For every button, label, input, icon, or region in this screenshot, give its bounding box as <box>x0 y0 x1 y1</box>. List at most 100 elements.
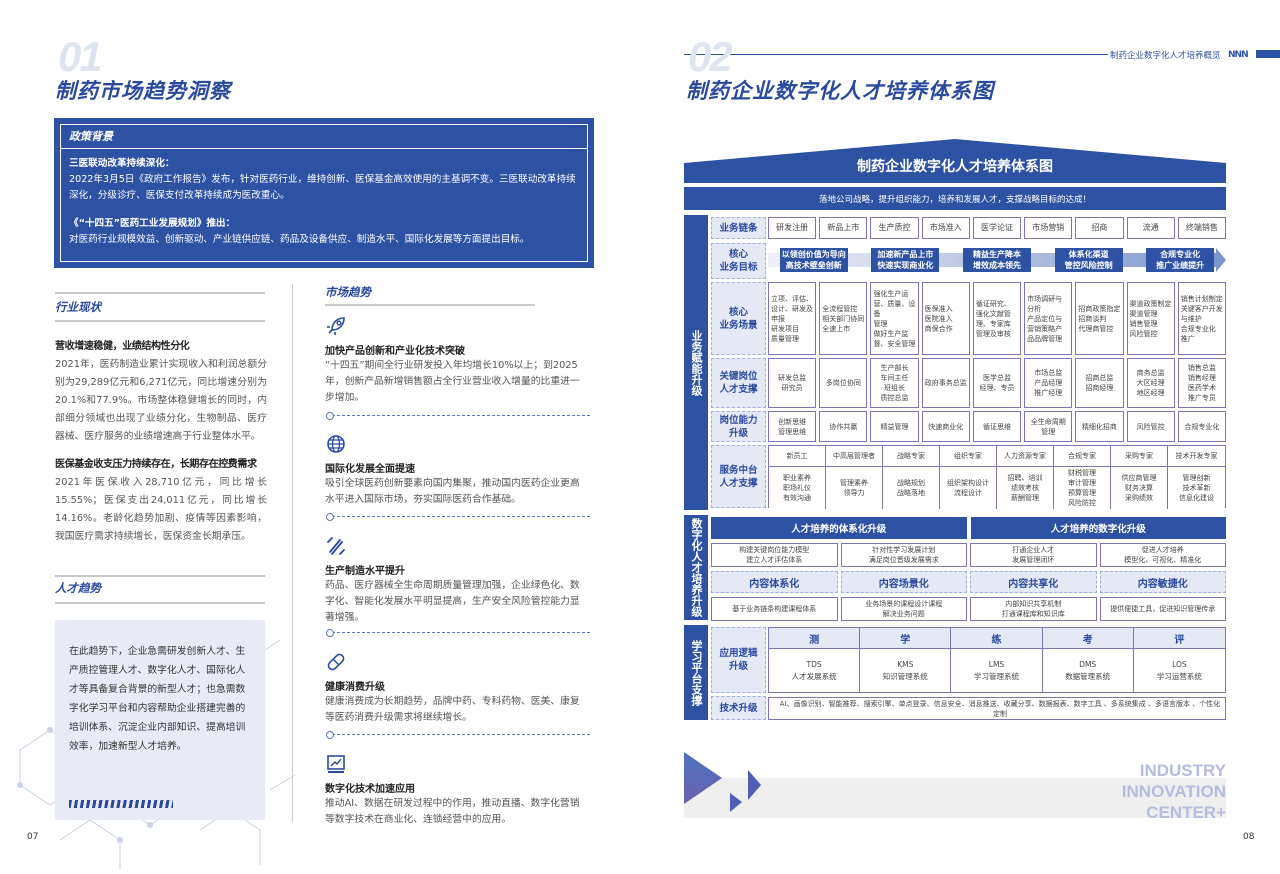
service-head: 合规专家 <box>1054 446 1111 467</box>
market-item-title: 生产制造水平提升 <box>325 566 405 577</box>
scene-cell: 市场调研与 分析 产品定位与 营销策略产 品品牌管理 <box>1024 282 1073 355</box>
market-item-text: 健康消费成为长期趋势，品牌中药、专科药物、医美、康复等医药消费升级需求将继续增长… <box>325 696 580 723</box>
position-cell: 医学总监 经理、专员 <box>972 358 1022 408</box>
talent-text: 在此趋势下，企业急需研发创新人才、生产质控管理人才、数字化人才、国际化人才等具备… <box>69 646 246 752</box>
header-rule <box>684 54 1108 55</box>
chain-cell: 市场营销 <box>1024 217 1073 239</box>
dotted-divider <box>326 731 590 739</box>
logic-head: 学 <box>860 628 952 649</box>
scene-cell: 立项、评估、 设计、研发及 申报 研发项目 质量管理 <box>768 282 817 355</box>
position-cell: 市场总监 产品经理 推广经理 <box>1024 358 1073 408</box>
chain-cell: 终端销售 <box>1177 217 1226 239</box>
service-table: 新员工中高层管理者战略专家组织专家人力资源专家合规专家采购专家技术开发专家职业素… <box>768 445 1226 509</box>
chain-cell: 招商 <box>1075 217 1124 239</box>
content-label: 内容场景化 <box>840 571 967 593</box>
market-item-title: 国际化发展全面提速 <box>325 464 415 475</box>
market-item-text: 推动AI、数据在研发过程中的作用，推动直播、数字化营销等数字技术在商业化、连锁经… <box>325 798 580 825</box>
market-item-title: 加快产品创新和产业化技术突破 <box>325 346 465 357</box>
service-item: 管理素养 领导力 <box>826 467 883 509</box>
content-label: 内容共享化 <box>970 571 1097 593</box>
diagram-subtitle: 落地公司战略，提升组织能力，培养和发展人才，支撑战略目标的达成！ <box>684 187 1226 210</box>
service-head: 人力资源专家 <box>997 446 1054 467</box>
talent-header: 人才趋势 <box>55 581 101 595</box>
position-cell: 研发总监 研究员 <box>768 358 817 408</box>
divider <box>55 292 265 294</box>
chain-cell: 生产质控 <box>870 217 919 239</box>
market-item-text: 吸引全球医药创新要素向国内集聚，推动国内医药企业更高水平进入国际市场，夯实国际医… <box>325 478 580 505</box>
market-item-text: 药品、医疗器械全生命周期质量管理加强，企业绿色化、数字化、智能化发展水平明显提高… <box>325 580 580 623</box>
chain-cell-row: 研发注册新品上市生产质控市场准入医学论证市场营销招商流通终端销售 <box>768 217 1226 239</box>
ability-cell-row: 创新思维 管理思维协作共赢精益管理快速商业化循证思维全生命周期 管理精细化招商风… <box>768 411 1226 442</box>
upgrade-header: 人才培养的数字化升级 <box>970 517 1226 539</box>
row-label: 核心 业务场景 <box>711 282 766 355</box>
scene-cell: 销售计划制定 关键客户开发 与维护 合规专业化 推广 <box>1177 282 1226 355</box>
upgrade-box: 针对性学习发展计划 满足岗位晋级发展需求 <box>840 543 967 567</box>
chain-cell: 市场准入 <box>921 217 970 239</box>
content-box: 基于业务链条构建课程体系 <box>711 597 838 621</box>
policy-box: 政策背景 三医联动改革持续深化： 2022年3月5日《政府工作报告》发布，针对医… <box>54 118 594 268</box>
service-item: 战略规划 战略落地 <box>883 467 940 509</box>
system-cell: LOS 学习运营系统 <box>1133 649 1225 692</box>
upgrade-box: 构建关键岗位能力模型 建立人才评估体系 <box>711 543 838 567</box>
goal-box: 精益生产降本 增效成本领先 <box>962 248 1031 272</box>
policy-item-title: 三医联动改革持续深化： <box>69 158 175 169</box>
row-label: 关键岗位 人才支撑 <box>711 358 766 408</box>
ability-cell: 循证思维 <box>972 411 1022 442</box>
content-box: 内部知识共享机制 打通课程库和知识库 <box>970 597 1097 621</box>
goal-box: 以领创价值为导向 高技术壁垒创新 <box>779 248 848 272</box>
policy-item-text: 对医药行业规模效益、创新驱动、产业链供应链、药品及设备供应、制造水平、国际化发展… <box>69 234 530 245</box>
logic-head: 练 <box>951 628 1043 649</box>
market-header: 市场趋势 <box>325 285 371 299</box>
position-cell: 多岗位协同 <box>819 358 868 408</box>
industry-item-text: 2021年，医药制造业累计实现收入和利润总额分别为29,289亿元和6,271亿… <box>55 359 267 442</box>
column-divider <box>292 284 293 822</box>
talent-box: 在此趋势下，企业急需研发创新人才、生产质控管理人才、数字化人才、国际化人才等具备… <box>55 620 265 820</box>
diagram-title: 制药企业数字化人才培养体系图 <box>857 159 1053 175</box>
service-head: 中高层管理者 <box>826 446 883 467</box>
service-item: 供应商管理 财务决算 采购绩效 <box>1111 467 1168 509</box>
section-number-ghost: 02 <box>688 33 733 80</box>
row-label: 岗位能力 升级 <box>711 411 766 442</box>
chain-cell: 医学论证 <box>972 217 1022 239</box>
chain-cell: 流通 <box>1126 217 1175 239</box>
service-head: 组织专家 <box>940 446 997 467</box>
divider <box>325 304 535 306</box>
divider <box>55 320 265 322</box>
service-item: 职业素养 职场礼仪 有效沟通 <box>769 467 826 509</box>
service-head: 采购专家 <box>1111 446 1168 467</box>
dotted-divider <box>326 629 590 637</box>
dotted-divider <box>326 412 590 420</box>
position-cell: 商务总监 大区经理 地区经理 <box>1126 358 1175 408</box>
row-label: 核心 业务目标 <box>711 243 766 279</box>
scene-cell: 循证研究、 强化文献管 理、专家库 管理及审核 <box>972 282 1022 355</box>
logic-head: 测 <box>769 628 861 649</box>
scene-cell-row: 立项、评估、 设计、研发及 申报 研发项目 质量管理全流程管控 相关部门协同 全… <box>768 282 1226 355</box>
stripe-decoration <box>69 800 173 808</box>
ability-cell: 合规专业化 <box>1177 411 1226 442</box>
row-label: 服务中台 人才支撑 <box>711 445 766 508</box>
ability-cell: 创新思维 管理思维 <box>768 411 817 442</box>
bottom-band <box>684 778 1226 818</box>
system-cell: KMS 知识管理系统 <box>860 649 952 692</box>
brand-line: INDUSTRY <box>1139 761 1226 780</box>
globe-icon <box>326 434 346 454</box>
page-title: 制药市场趋势洞察 <box>55 79 231 103</box>
goal-box: 体系化渠道 管控风险控制 <box>1054 248 1123 272</box>
policy-header: 政策背景 <box>61 125 587 149</box>
chart-icon <box>326 754 346 774</box>
scene-cell: 医保准入 医院准入 商保合作 <box>921 282 970 355</box>
tech-upgrade-text: AI、画像识别、智能推荐、搜索引擎、单点登录、信息安全、消息推送、收藏分享、数据… <box>768 697 1226 720</box>
ability-cell: 风险管控 <box>1126 411 1175 442</box>
divider <box>55 575 265 577</box>
position-cell: 销售总监 销售经理 医药学术 推广专员 <box>1177 358 1226 408</box>
policy-item-text: 2022年3月5日《政府工作报告》发布，针对医药行业，维持创新、医保基金高效使用… <box>69 174 576 201</box>
diagram-roof <box>684 139 1226 183</box>
chain-cell: 新品上市 <box>819 217 868 239</box>
section-number-ghost: 01 <box>58 33 103 80</box>
service-head: 战略专家 <box>883 446 940 467</box>
position-cell: 招商总监 招商经理 <box>1075 358 1124 408</box>
nnn-logo-icon: NNN <box>1228 50 1249 60</box>
system-cell: LMS 学习管理系统 <box>951 649 1043 692</box>
dotted-divider <box>326 513 590 521</box>
logic-head: 评 <box>1133 628 1225 649</box>
